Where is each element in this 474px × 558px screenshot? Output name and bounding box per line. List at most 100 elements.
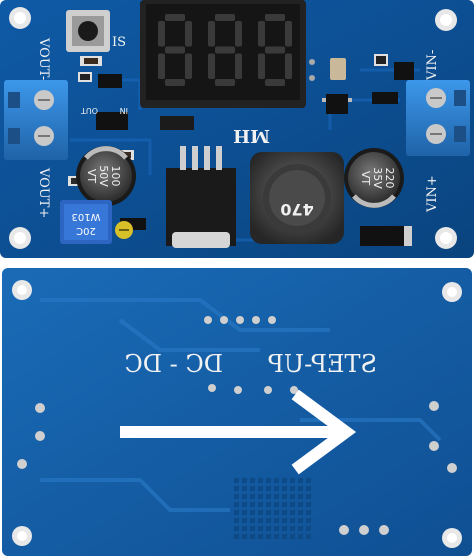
solder-pad — [234, 486, 239, 491]
top-board: VOUT- VOUT+ VIN- VIN+ MH IS IN OUT 470 1… — [0, 0, 474, 258]
bottom-title: STEP-UP DC - DC — [124, 350, 377, 378]
segment — [265, 14, 285, 21]
solder-pad — [234, 510, 239, 515]
solder-pad — [282, 502, 287, 507]
solder-pad — [258, 486, 263, 491]
solder-pad — [306, 494, 311, 499]
solder-pad — [290, 494, 295, 499]
solder-pad — [234, 478, 239, 483]
solder-pad — [258, 494, 263, 499]
segment — [215, 14, 235, 21]
trimmer-potentiometer — [60, 200, 133, 244]
vout-minus-label: VOUT- — [36, 37, 51, 80]
inductor — [250, 152, 344, 244]
cap-right-type: VT — [359, 171, 372, 186]
solder-pad — [290, 478, 295, 483]
solder-pad — [282, 494, 287, 499]
solder-pad — [298, 494, 303, 499]
push-button — [66, 10, 110, 52]
vout-plus-label: VOUT+ — [36, 167, 51, 218]
segment — [165, 79, 185, 86]
solder-pad — [250, 518, 255, 523]
solder-pad — [250, 526, 255, 531]
solder-pad — [266, 518, 271, 523]
trimmer-bottom-label: W103 — [72, 211, 101, 222]
vin-minus-label: VIN- — [425, 50, 440, 81]
segment — [235, 21, 242, 47]
segment — [265, 79, 285, 86]
segment — [285, 53, 292, 79]
seven-segment-display — [140, 0, 315, 108]
bottom-board: STEP-UP DC - DC — [2, 268, 472, 556]
segment — [158, 53, 165, 79]
dc-dc-label: DC - DC — [124, 350, 223, 378]
solder-pad — [258, 478, 263, 483]
inductor-value: 470 — [280, 200, 313, 219]
solder-pad — [282, 526, 287, 531]
segment — [285, 21, 292, 47]
solder-pad — [306, 486, 311, 491]
segment — [165, 14, 185, 21]
solder-pad — [234, 494, 239, 499]
solder-pad — [282, 478, 287, 483]
regulator-chip — [166, 146, 236, 248]
solder-pad — [242, 486, 247, 491]
solder-pad — [290, 486, 295, 491]
input-terminal-block — [406, 80, 470, 156]
cap-right-voltage: 35V — [371, 167, 384, 189]
smd-components — [68, 54, 414, 246]
output-terminal-block — [4, 80, 68, 160]
solder-pad — [250, 478, 255, 483]
solder-pad — [306, 502, 311, 507]
segment — [265, 46, 285, 54]
solder-pad — [282, 510, 287, 515]
solder-pad — [290, 518, 295, 523]
solder-pad — [250, 494, 255, 499]
solder-pad — [242, 502, 247, 507]
solder-pad — [250, 502, 255, 507]
solder-pad — [242, 534, 247, 539]
solder-pad — [242, 518, 247, 523]
solder-pad — [298, 510, 303, 515]
solder-pad — [298, 486, 303, 491]
solder-pad — [242, 526, 247, 531]
solder-pad — [266, 494, 271, 499]
solder-pad — [258, 502, 263, 507]
solder-pad — [266, 510, 271, 515]
bottom-through-holes — [12, 280, 462, 548]
solder-pad — [274, 534, 279, 539]
solder-pad — [282, 486, 287, 491]
solder-pad — [234, 518, 239, 523]
brand-label: MH — [233, 125, 270, 146]
solder-pad — [274, 526, 279, 531]
display-digits — [158, 14, 292, 86]
segment — [215, 46, 235, 54]
solder-pad — [250, 510, 255, 515]
solder-pad — [266, 478, 271, 483]
bottom-traces — [40, 298, 442, 512]
cap-left-value: 100 — [109, 166, 122, 187]
solder-pad — [274, 518, 279, 523]
solder-pad — [274, 502, 279, 507]
segment — [215, 79, 235, 86]
solder-pad — [266, 526, 271, 531]
solder-pad — [306, 534, 311, 539]
capacitor-right-text: 220 35V VT — [359, 167, 396, 189]
out-label: OUT — [81, 106, 98, 115]
solder-pad — [274, 494, 279, 499]
cap-left-type: VT — [85, 169, 98, 184]
vin-plus-label: VIN+ — [425, 175, 440, 213]
solder-pad — [290, 510, 295, 515]
solder-pad — [274, 486, 279, 491]
solder-pad — [266, 502, 271, 507]
segment — [258, 53, 265, 79]
solder-pad — [306, 478, 311, 483]
trimmer-text: 20C W103 — [72, 211, 101, 236]
segment — [208, 53, 215, 79]
solder-pad — [298, 518, 303, 523]
solder-pad — [274, 478, 279, 483]
solder-pad — [242, 494, 247, 499]
solder-pad — [298, 526, 303, 531]
solder-pad — [258, 534, 263, 539]
